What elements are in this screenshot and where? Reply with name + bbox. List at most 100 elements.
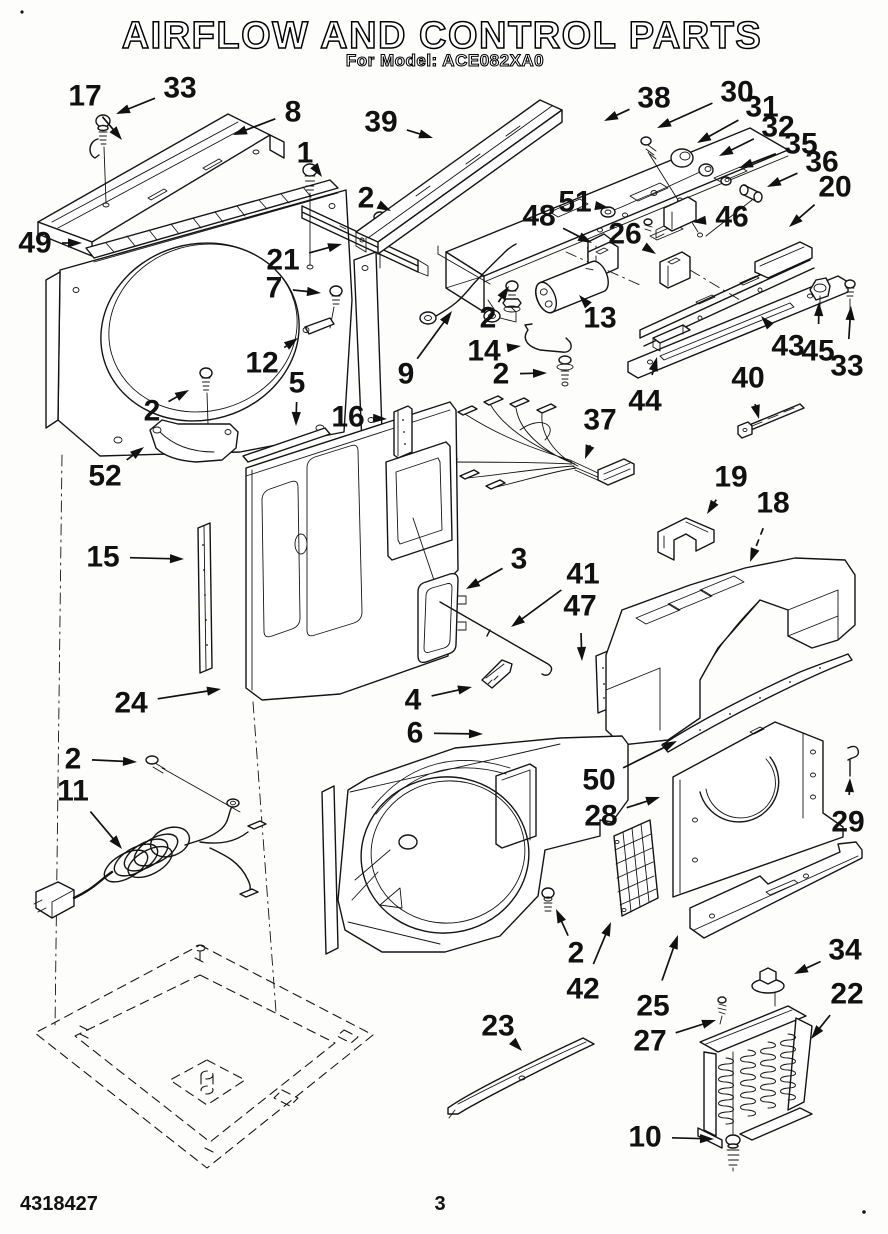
callout-44: 44: [628, 357, 662, 418]
callout-leader-line: [157, 689, 212, 700]
callout-arrowhead: [68, 238, 82, 248]
callout-arrowhead: [169, 554, 184, 564]
callout-41: 41: [511, 558, 600, 627]
part-screw-2-and-bracket-52: [149, 367, 239, 463]
callout-31: 31: [697, 91, 779, 143]
callout-arrowhead: [532, 368, 547, 378]
callout-3: 3: [466, 543, 528, 589]
part-number-label: 5: [289, 367, 306, 400]
callout-arrowhead: [699, 1134, 714, 1144]
callout-arrowhead: [556, 909, 566, 924]
part-number-label: 47: [563, 590, 596, 623]
callout-4: 4: [405, 684, 472, 717]
callout-arrowhead: [641, 242, 656, 254]
callout-arrowhead: [789, 214, 803, 227]
callout-16: 16: [331, 401, 387, 434]
callout-leader-line: [308, 245, 333, 254]
callout-arrowhead: [418, 129, 433, 139]
callout-29: 29: [831, 778, 865, 839]
callout-52: 52: [88, 447, 144, 493]
part-number-label: 24: [114, 687, 148, 720]
part-number-label: 8: [285, 96, 302, 129]
callout-leader-line: [91, 759, 128, 763]
part-strip-50: [661, 653, 853, 753]
callout-6: 6: [407, 717, 483, 750]
callout-39: 39: [364, 106, 433, 139]
callout-8: 8: [233, 96, 302, 135]
callout-arrowhead: [811, 1025, 824, 1039]
callout-leader-line: [705, 119, 739, 139]
callout-2: 2: [480, 286, 509, 335]
callout-2: 2: [144, 390, 189, 428]
part-shelf-25: [689, 841, 863, 939]
callout-leader-line: [626, 799, 651, 809]
callout-36: 36: [767, 146, 839, 187]
callout-arrowhead: [794, 963, 809, 974]
callout-arrowhead: [767, 177, 782, 187]
callout-arrowhead: [648, 357, 658, 372]
part-capacitor-13: [535, 260, 609, 314]
callout-leader-line: [752, 527, 764, 554]
callout-arrowhead: [692, 215, 707, 225]
callout-leader-line: [518, 589, 562, 622]
callout-leader-line: [727, 138, 755, 153]
print-artifact: [862, 1210, 866, 1214]
callout-arrowhead: [657, 118, 672, 128]
callout-18: 18: [750, 487, 790, 562]
part-number-label: 16: [331, 401, 364, 434]
part-number-label: 33: [830, 350, 863, 383]
part-number-label: 35: [784, 128, 817, 161]
callout-arrowhead: [645, 796, 660, 806]
part-number-label: 2: [480, 302, 497, 335]
callout-46: 46: [692, 201, 749, 234]
callout-25: 25: [636, 935, 678, 1023]
part-number-label: 12: [245, 347, 278, 380]
part-blower-housing-6: [321, 735, 629, 955]
part-strip-40: [737, 403, 805, 439]
callout-arrowhead: [497, 286, 509, 301]
part-number-label: 26: [608, 218, 641, 251]
callout-arrowhead: [310, 162, 322, 177]
part-number-label: 28: [584, 800, 617, 833]
page-number: 3: [434, 1193, 445, 1215]
callout-arrowhead: [701, 1019, 716, 1029]
callout-arrowhead: [761, 316, 774, 330]
callout-arrowhead: [457, 685, 472, 695]
part-number-label: 6: [407, 717, 424, 750]
callout-arrowhead: [844, 778, 854, 793]
callout-arrowhead: [440, 311, 452, 325]
part-screw-2-blower: [541, 887, 555, 912]
callout-51: 51: [558, 186, 609, 219]
part-screw-7-pin-12: [302, 285, 343, 335]
callout-arrowhead: [577, 232, 592, 243]
callout-40: 40: [731, 362, 765, 419]
callout-47: 47: [563, 590, 597, 661]
phantom-projection-lines: [54, 454, 277, 1029]
part-air-scoop-18: [605, 557, 856, 746]
part-number-label: 15: [86, 541, 119, 574]
callout-33: 33: [116, 72, 197, 114]
callout-50: 50: [582, 741, 677, 797]
part-clip-29: [847, 745, 860, 777]
callout-arrowhead: [116, 104, 131, 114]
callout-leader-line: [671, 1136, 705, 1140]
part-number-label: 22: [830, 978, 863, 1011]
callout-arrowhead: [306, 286, 321, 297]
callout-arrowhead: [372, 413, 387, 423]
callout-26: 26: [608, 218, 656, 254]
part-number-label: 34: [828, 934, 862, 967]
part-float-34: [751, 967, 785, 994]
part-number-label: 30: [720, 76, 753, 109]
part-knob-stack: [640, 136, 763, 237]
callout-leader-line: [622, 744, 669, 769]
part-number-label: 3: [511, 543, 528, 576]
document-number: 4318427: [20, 1193, 98, 1215]
part-screw-10: [725, 1134, 741, 1172]
callout-arrowhead: [466, 578, 481, 589]
part-number-label: 49: [18, 227, 51, 260]
callout-37: 37: [583, 404, 617, 459]
callout-arrowhead: [739, 158, 754, 168]
part-number-label: 40: [731, 362, 764, 395]
callout-10: 10: [628, 1121, 714, 1154]
